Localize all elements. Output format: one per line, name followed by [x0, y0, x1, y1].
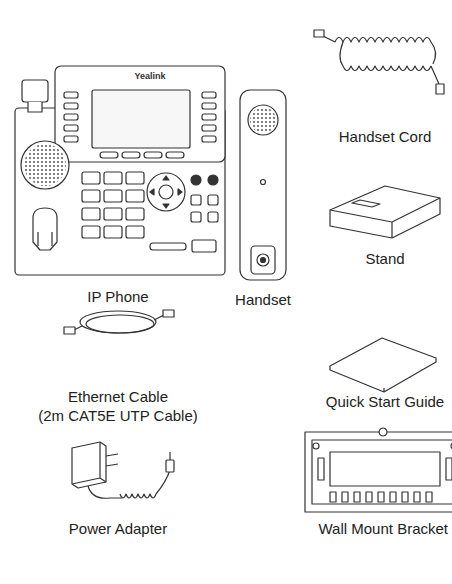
- brand-logo: Yealink: [134, 71, 165, 81]
- stand: [330, 186, 440, 238]
- ethernet-cable: [64, 310, 174, 334]
- handset-cord: [314, 30, 444, 94]
- part-caption: Stand: [365, 250, 404, 267]
- part-caption: Ethernet Cable: [68, 388, 168, 405]
- power-adapter: [72, 442, 174, 498]
- part-caption: Power Adapter: [69, 520, 167, 537]
- part-caption: Quick Start Guide: [326, 393, 444, 410]
- handset: [240, 90, 286, 280]
- part-caption: (2m CAT5E UTP Cable): [38, 407, 198, 424]
- quick-start-guide: [330, 338, 436, 392]
- part-caption: Handset: [235, 291, 291, 308]
- part-caption: Handset Cord: [339, 128, 432, 145]
- wall-mount-bracket: [305, 428, 452, 512]
- part-caption: IP Phone: [87, 288, 148, 305]
- part-caption: Wall Mount Bracket: [319, 520, 449, 537]
- ip-phone: [15, 66, 225, 275]
